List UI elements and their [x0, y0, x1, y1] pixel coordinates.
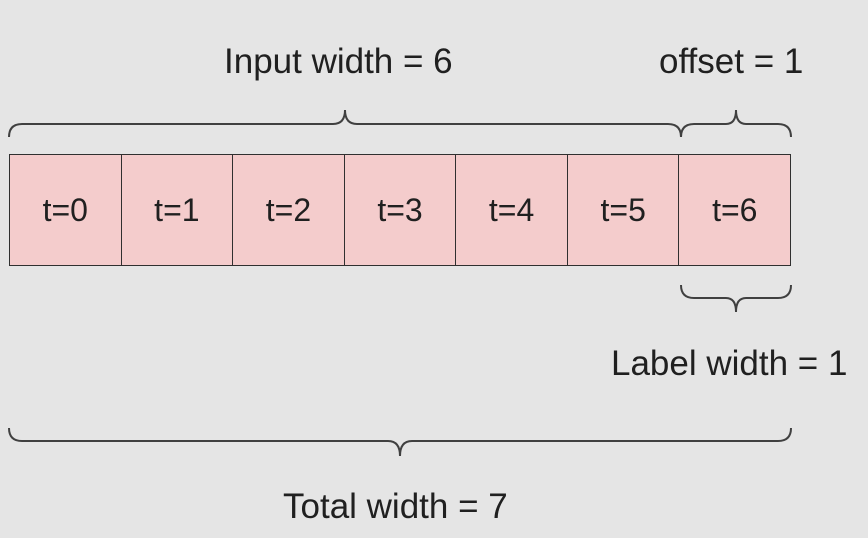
timestep-cell-0: t=0: [10, 155, 122, 265]
timestep-cell-5: t=5: [568, 155, 680, 265]
timestep-cell-4: t=4: [456, 155, 568, 265]
label-width-label: Label width = 1: [611, 344, 848, 383]
label-width-brace: [680, 284, 792, 313]
input-width-brace: [8, 109, 682, 138]
input-width-label: Input width = 6: [224, 42, 453, 81]
timestep-cell-6: t=6: [712, 191, 758, 228]
timestep-row: t=0 t=1 t=2 t=3 t=4 t=5 t=6: [9, 154, 791, 266]
total-width-brace: [8, 427, 792, 457]
timestep-cell-2: t=2: [233, 155, 345, 265]
offset-brace: [680, 109, 792, 138]
offset-label: offset = 1: [659, 42, 804, 81]
total-width-label: Total width = 7: [283, 487, 508, 526]
timestep-cell-1: t=1: [122, 155, 234, 265]
timestep-cell-3: t=3: [345, 155, 457, 265]
